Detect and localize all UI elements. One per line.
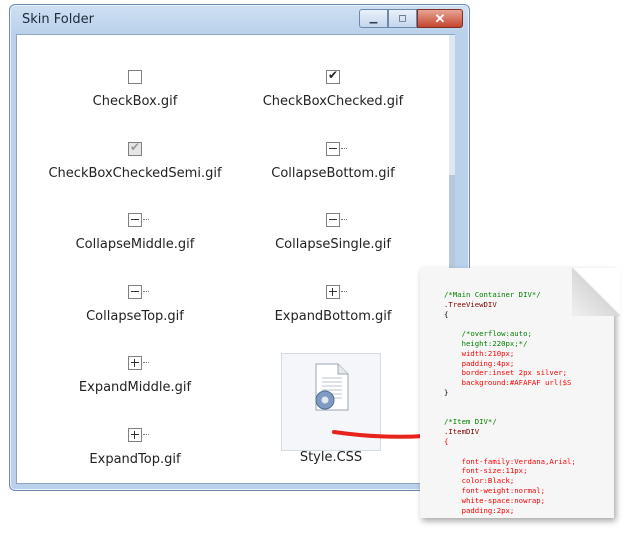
title-bar[interactable]: Skin Folder ▁ ◻ ✕: [10, 5, 469, 33]
css-code-line: {: [444, 309, 449, 319]
skin-folder-window: Skin Folder ▁ ◻ ✕: [9, 4, 470, 491]
css-code-block: /*Main Container DIV*/.TreeViewDIV{ /*ov…: [444, 290, 576, 515]
css-code-line: font-weight:normal;: [444, 485, 546, 495]
file-item[interactable]: ✔ CheckBoxChecked.gif: [238, 68, 428, 109]
file-item[interactable]: CollapseTop.gif: [40, 285, 230, 324]
css-code-line: padding:2px;: [444, 505, 515, 515]
collapse-middle-icon: [128, 213, 149, 227]
file-name: CheckBoxChecked.gif: [262, 94, 404, 109]
minimize-icon: ▁: [369, 13, 378, 24]
page-curl-icon: [572, 268, 620, 316]
checkbox-checked-icon: ✔: [326, 68, 340, 84]
minimize-button[interactable]: ▁: [359, 9, 388, 28]
file-item[interactable]: ExpandMiddle.gif: [40, 356, 230, 395]
css-code-line: .TreeViewDIV: [444, 299, 497, 309]
maximize-icon: ◻: [398, 13, 407, 24]
css-code-line: [444, 319, 576, 329]
file-item[interactable]: ExpandBottom.gif: [238, 285, 428, 324]
file-item[interactable]: CollapseSingle.gif: [238, 213, 428, 252]
collapse-bottom-icon: [326, 142, 347, 156]
file-name: ExpandBottom.gif: [274, 309, 392, 324]
file-name: ExpandTop.gif: [89, 452, 181, 467]
css-code-line: width:210px;: [444, 348, 515, 358]
checkbox-empty-icon: [128, 70, 142, 84]
css-code-line: /*Main Container DIV*/: [444, 290, 541, 299]
checkbox-semi-icon: ✔: [128, 140, 142, 156]
checkmark-glyph: ✔: [130, 140, 141, 154]
css-file-preview: /*Main Container DIV*/.TreeViewDIV{ /*ov…: [420, 268, 620, 518]
css-code-line: [444, 398, 576, 408]
checkmark-glyph: ✔: [328, 68, 339, 82]
window-controls: ▁ ◻ ✕: [359, 9, 463, 28]
file-name: CheckBox.gif: [92, 94, 178, 109]
css-code-line: .ItemDIV: [444, 427, 480, 437]
css-code-line: font-family:Verdana,Arial;: [444, 456, 576, 466]
file-name: CheckBoxCheckedSemi.gif: [48, 166, 222, 181]
file-name: CollapseBottom.gif: [271, 166, 395, 181]
css-code-line: color:Black;: [444, 476, 515, 486]
css-code-line: padding:4px;: [444, 358, 515, 368]
collapse-single-icon: [326, 213, 347, 227]
file-list-pane[interactable]: [16, 34, 455, 484]
css-code-line: [444, 447, 576, 457]
file-name: CollapseSingle.gif: [275, 237, 391, 252]
file-name: CollapseTop.gif: [86, 309, 184, 324]
close-button[interactable]: ✕: [417, 9, 463, 28]
css-code-line: white-space:nowrap;: [444, 495, 546, 505]
css-code-line: border:inset 2px silver;: [444, 368, 568, 378]
file-item[interactable]: ✔ CheckBoxCheckedSemi.gif: [40, 140, 230, 181]
css-code-line: /*overflow:auto;: [444, 329, 532, 339]
window-title: Skin Folder: [22, 12, 94, 27]
file-item[interactable]: CollapseMiddle.gif: [40, 213, 230, 252]
css-document-icon: [315, 363, 349, 411]
file-item[interactable]: ExpandTop.gif: [40, 428, 230, 467]
css-code-line: font-size:11px;: [444, 466, 528, 476]
file-item[interactable]: CheckBox.gif: [40, 70, 230, 109]
expand-middle-icon: [128, 356, 149, 370]
expand-bottom-icon: [326, 285, 347, 299]
expand-top-icon: [128, 428, 149, 442]
maximize-button[interactable]: ◻: [388, 9, 417, 28]
close-icon: ✕: [434, 10, 446, 26]
css-code-line: {: [444, 436, 449, 446]
css-code-line: [444, 408, 576, 418]
file-name: ExpandMiddle.gif: [78, 380, 192, 395]
file-name[interactable]: Style.CSS: [299, 450, 363, 465]
file-name: CollapseMiddle.gif: [75, 237, 195, 252]
file-item[interactable]: CollapseBottom.gif: [238, 142, 428, 181]
collapse-top-icon: [128, 285, 149, 299]
css-code-line: /*Item DIV*/: [444, 417, 497, 427]
css-code-line: }: [444, 387, 449, 397]
css-code-line: height:220px;*/: [444, 338, 528, 348]
css-code-line: background:#AFAFAF url($S: [444, 378, 572, 388]
